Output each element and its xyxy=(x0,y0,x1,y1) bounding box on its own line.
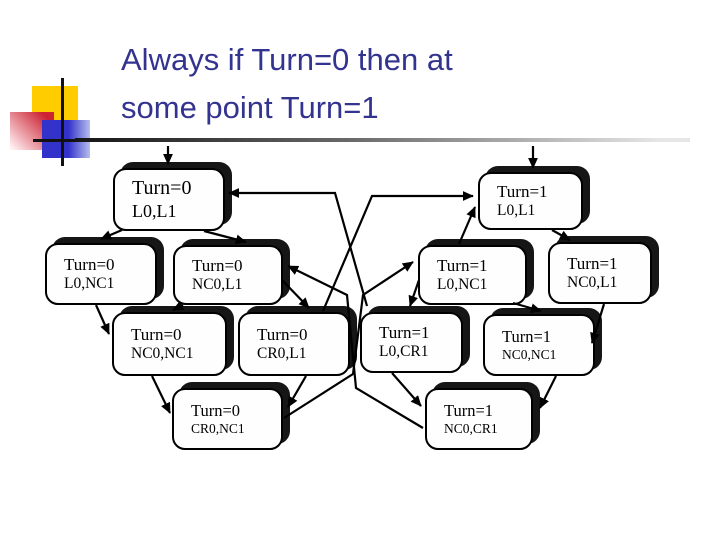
title-divider-rule xyxy=(75,138,690,142)
node-turn-label: Turn=0 xyxy=(191,401,241,421)
node-turn-label: Turn=0 xyxy=(257,324,308,344)
node-turn-label: Turn=0 xyxy=(132,177,192,200)
node-state-label: L0,NC1 xyxy=(64,274,115,292)
node-state-label: NC0,L1 xyxy=(192,275,243,293)
node-turn-label: Turn=1 xyxy=(502,327,552,347)
node-state-label: NC0,CR1 xyxy=(444,420,498,436)
node-state-label: L0,CR1 xyxy=(379,343,429,361)
node-state-label: CR0,NC1 xyxy=(191,420,245,436)
decoration-vertical-line xyxy=(61,78,64,166)
node-turn-label: Turn=0 xyxy=(131,324,182,344)
node-turn-label: Turn=0 xyxy=(192,255,243,275)
slide-title-line2: some point Turn=1 xyxy=(121,90,379,125)
node-turn-label: Turn=0 xyxy=(64,254,115,274)
node-state-label: NC0,L1 xyxy=(567,273,618,291)
node-state-label: L0,NC1 xyxy=(437,275,488,293)
node-turn-label: Turn=1 xyxy=(437,255,488,275)
node-turn-label: Turn=1 xyxy=(444,401,494,421)
node-state-label: NC0,NC1 xyxy=(131,344,194,362)
node-turn-label: Turn=1 xyxy=(497,181,548,201)
node-state-label: CR0,L1 xyxy=(257,344,307,362)
node-state-label: L0,L1 xyxy=(132,200,177,221)
node-turn-label: Turn=1 xyxy=(379,323,430,343)
node-turn-label: Turn=1 xyxy=(567,253,618,273)
node-state-label: NC0,NC1 xyxy=(502,346,557,362)
slide-title-line1: Always if Turn=0 then at xyxy=(121,42,453,77)
node-state-label: L0,L1 xyxy=(497,201,536,219)
slide-title: Always if Turn=0 then at some point Turn… xyxy=(121,36,453,132)
